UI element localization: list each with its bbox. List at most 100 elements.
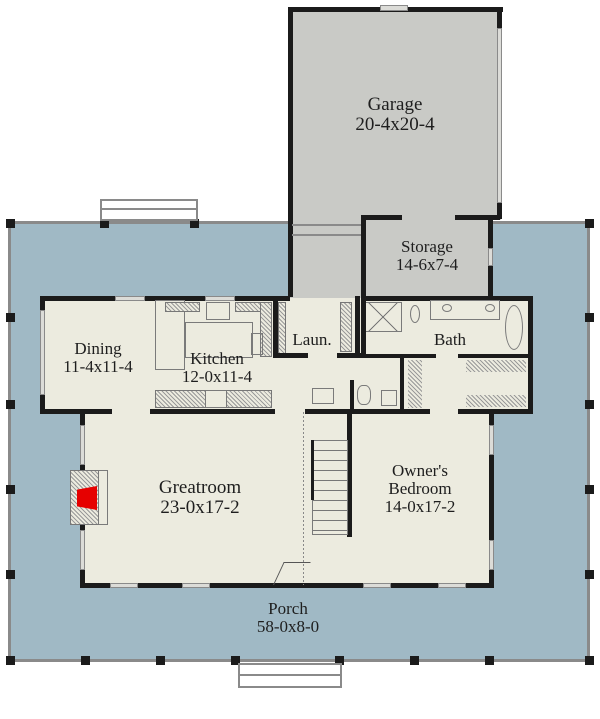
- powder-fixture: [381, 390, 397, 406]
- porch-post: [6, 400, 15, 409]
- kitchen-counter-right: [260, 302, 272, 357]
- owners-bedroom-label: Owner's Bedroom 14-0x17-2: [365, 462, 475, 516]
- closet-rod-1: [466, 360, 526, 372]
- garage-size: 20-4x20-4: [355, 113, 435, 135]
- kitchen-island: [185, 322, 253, 358]
- kitchen-window-top: [205, 296, 235, 301]
- porch-post: [585, 313, 594, 322]
- bath-toilet: [410, 305, 420, 323]
- storage-wall-left: [361, 215, 366, 299]
- closet-rod-2: [466, 395, 526, 407]
- dining-window-left: [40, 310, 45, 395]
- storage-label: Storage 14-6x7-4: [368, 238, 486, 274]
- dining-size: 11-4x11-4: [63, 356, 133, 376]
- garage-wall-bottom-left: [362, 215, 402, 220]
- porch-size: 58-0x8-0: [256, 616, 320, 636]
- garage-step-line: [292, 234, 362, 236]
- dining-name: Dining: [74, 339, 122, 358]
- garage-window-top: [380, 5, 408, 11]
- fireplace-firebox: [77, 486, 97, 510]
- fireplace-surround: [98, 470, 108, 525]
- porch-railing-top-right: [490, 221, 590, 224]
- porch-railing-right: [587, 222, 590, 662]
- owners-bedroom-name-2: Bedroom: [388, 478, 452, 498]
- garage-wall-left: [288, 7, 293, 297]
- porch-post: [585, 570, 594, 579]
- dining-wall-bottom: [40, 409, 112, 414]
- hall-closet-rod: [408, 360, 422, 408]
- owners-bedroom-name-1: Owner's: [392, 461, 448, 480]
- bath-wall-bottom-left: [361, 354, 436, 358]
- greatroom-name: Greatroom: [158, 477, 242, 498]
- bedroom-wall-left: [347, 412, 352, 537]
- bath-label: Bath: [425, 331, 475, 349]
- dining-window-top: [115, 296, 145, 301]
- porch-post: [190, 219, 199, 228]
- porch-post: [81, 656, 90, 665]
- porch-post: [335, 656, 344, 665]
- kitchen-cooktop: [205, 390, 227, 408]
- porch-post: [585, 485, 594, 494]
- laundry-counter-left: [278, 302, 286, 354]
- powder-toilet: [357, 385, 371, 405]
- kitchen-label: Kitchen 12-0x11-4: [162, 350, 272, 386]
- porch-name: Porch: [268, 599, 308, 618]
- garage-step-line: [292, 224, 362, 226]
- house-wall-bottom: [80, 583, 494, 588]
- storage-window: [488, 248, 493, 266]
- laundry-wall-right: [355, 296, 360, 358]
- porch-post: [410, 656, 419, 665]
- laundry-wall-bottom-left: [273, 353, 308, 358]
- bath-shower: [364, 302, 402, 332]
- dining-label: Dining 11-4x11-4: [48, 340, 148, 376]
- greatroom-label: Greatroom 23-0x17-2: [135, 478, 265, 518]
- storage-floor: [362, 217, 492, 299]
- owners-bedroom-size: 14-0x17-2: [384, 496, 456, 516]
- breezeway-floor: [289, 217, 364, 299]
- bath-sink-1: [442, 304, 452, 312]
- laundry-name: Laun.: [292, 330, 332, 349]
- house-wall-top-right: [362, 296, 532, 301]
- bedroom-wall-right: [489, 412, 494, 588]
- kitchen-pantry: [155, 300, 185, 370]
- bath-vanity: [430, 300, 500, 320]
- garage-wall-bottom-right: [455, 215, 500, 220]
- bath-shower-wall: [361, 296, 366, 358]
- laundry-wall-bottom-right: [337, 353, 362, 358]
- kitchen-fridge: [251, 333, 263, 355]
- greatroom-size: 23-0x17-2: [160, 496, 240, 518]
- porch-railing-bottom: [8, 659, 590, 662]
- house-wall-top: [40, 296, 290, 301]
- porch-post: [6, 570, 15, 579]
- garage-floor: [289, 8, 501, 220]
- garage-side-window: [497, 28, 502, 203]
- porch-railing-top-left: [8, 221, 290, 224]
- kitchen-name: Kitchen: [190, 349, 244, 368]
- greatroom-window-left-2: [80, 530, 85, 570]
- porch-post: [6, 485, 15, 494]
- porch-post: [6, 313, 15, 322]
- bedroom-window-front-2: [438, 583, 466, 588]
- closet-wall-bottom: [458, 409, 533, 414]
- garage-name: Garage: [367, 94, 423, 115]
- rear-steps: [100, 199, 198, 221]
- kitchen-counter-wall: [150, 409, 275, 414]
- porch-railing-left: [8, 222, 11, 662]
- hall-closet-wall: [400, 356, 404, 412]
- greatroom-window-front-1: [110, 583, 138, 588]
- porch-post: [6, 219, 15, 228]
- porch-post: [156, 656, 165, 665]
- laundry-wall-left: [273, 296, 278, 356]
- kitchen-counter-top-left: [165, 302, 200, 312]
- kitchen-size: 12-0x11-4: [181, 366, 253, 386]
- kitchen-sink: [206, 302, 230, 320]
- porch-post: [585, 400, 594, 409]
- bath-wall-bottom-right: [458, 354, 533, 358]
- laundry-washer: [340, 302, 352, 352]
- bath-sink-2: [485, 304, 495, 312]
- powder-sink: [312, 388, 334, 404]
- storage-name: Storage: [401, 237, 453, 256]
- powder-wall: [350, 380, 354, 412]
- porch-post: [585, 656, 594, 665]
- bedroom-window-front-1: [363, 583, 391, 588]
